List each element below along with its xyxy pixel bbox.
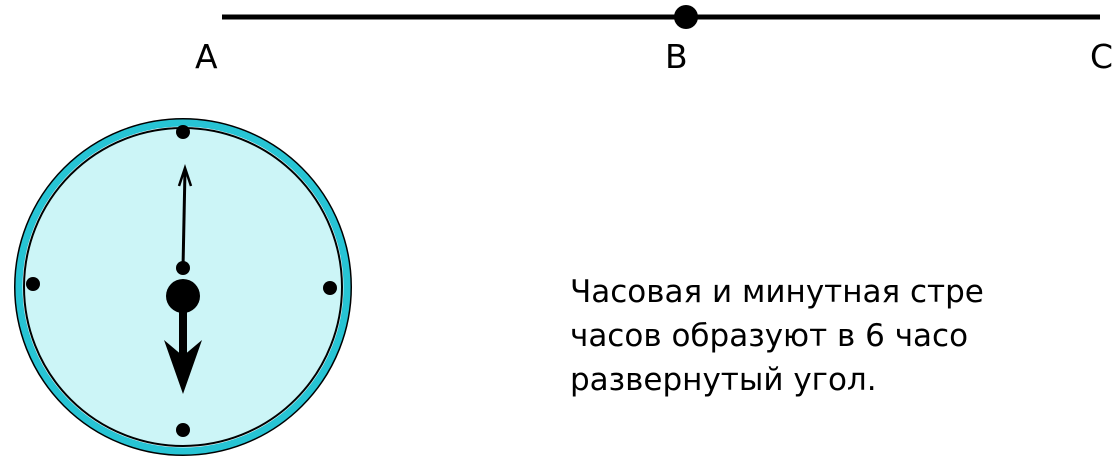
caption-text: Часовая и минутная стре часов образуют в… — [570, 270, 984, 402]
caption-line-3: развернутый угол. — [570, 362, 877, 398]
tick-6 — [176, 423, 190, 437]
caption-line-2: часов образуют в 6 часо — [570, 318, 969, 354]
minute-hand — [176, 164, 193, 275]
clock — [14, 118, 352, 456]
tick-12 — [176, 125, 190, 139]
caption-line-1: Часовая и минутная стре — [570, 274, 984, 310]
clock-rim — [15, 119, 351, 455]
tick-9 — [26, 277, 40, 291]
clock-center — [166, 279, 200, 313]
point-b-label: B — [665, 37, 688, 76]
tick-3 — [323, 281, 337, 295]
point-a-label: A — [195, 37, 218, 76]
point-b-dot — [674, 5, 698, 29]
point-c-label: C — [1090, 37, 1114, 76]
clock-outer-edge — [14, 118, 352, 456]
